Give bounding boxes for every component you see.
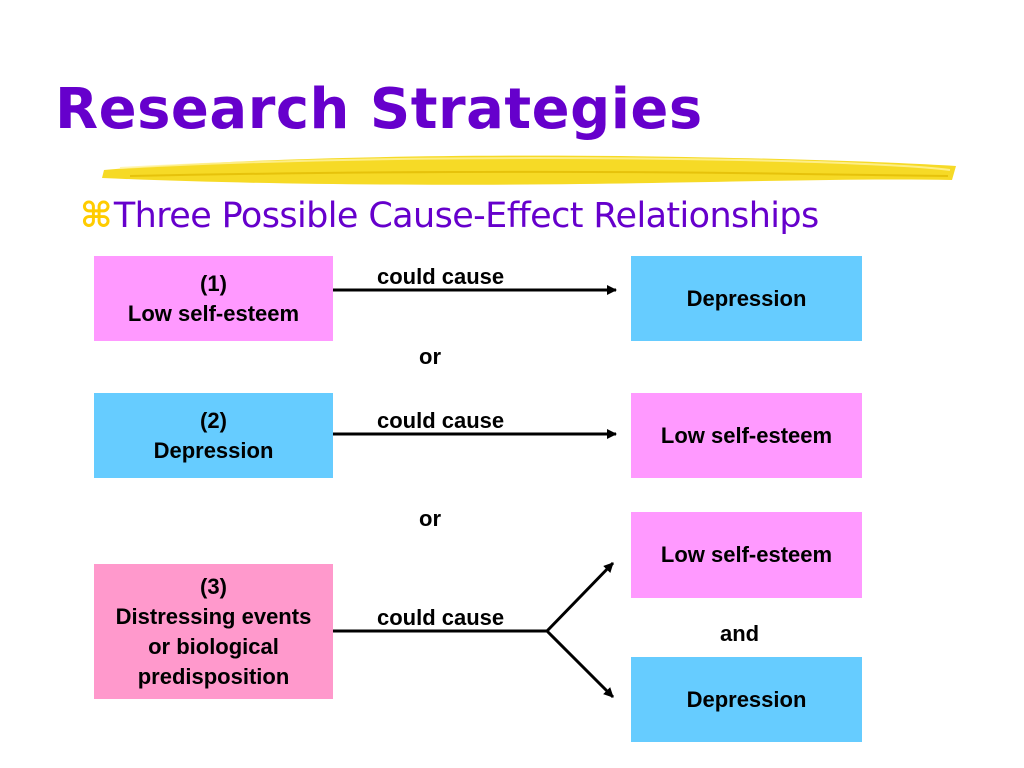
effect-text: Depression (686, 686, 807, 712)
link-label-3: could cause (377, 605, 505, 630)
command-bullet-icon: ⌘ (80, 196, 112, 236)
cause-number: (1) (200, 270, 227, 296)
cause-number: (2) (200, 407, 227, 433)
arrow-3-down (545, 629, 615, 699)
link-label-1: could cause (377, 264, 505, 289)
effect-text: Depression (686, 285, 807, 311)
highlight-swash (102, 155, 956, 185)
slide-title: Research Strategies (55, 77, 703, 142)
effects-joiner: and (720, 621, 760, 646)
link-label-2: could cause (377, 408, 505, 433)
separator-or-2: or (419, 506, 441, 531)
effect-text: Low self-esteem (660, 422, 833, 448)
cause-text-line-3: predisposition (137, 663, 290, 689)
cause-text-line-2: or biological (148, 633, 279, 659)
separator-or-1: or (419, 344, 441, 369)
arrow-3-up (545, 561, 615, 633)
slide-subtitle: ⌘Three Possible Cause-Effect Relationshi… (80, 193, 819, 239)
cause-text: Depression (153, 437, 274, 463)
effect-text: Low self-esteem (660, 542, 833, 567)
subtitle-text: Three Possible Cause-Effect Relationship… (113, 196, 819, 236)
cause-text-line-1: Distressing events (115, 603, 312, 629)
cause-number: (3) (200, 573, 227, 599)
cause-text: Low self-esteem (127, 300, 300, 326)
cause-box-1: (1) Low self-esteem (94, 256, 333, 341)
cause-box-3: (3) Distressing events or biological pre… (94, 564, 333, 699)
effect-box-2: Low self-esteem (631, 393, 862, 478)
effect-box-3b: Depression (631, 657, 862, 742)
effect-box-1: Depression (631, 256, 862, 341)
effect-box-3a: Low self-esteem (631, 512, 862, 598)
cause-box-2: (2) Depression (94, 393, 333, 478)
